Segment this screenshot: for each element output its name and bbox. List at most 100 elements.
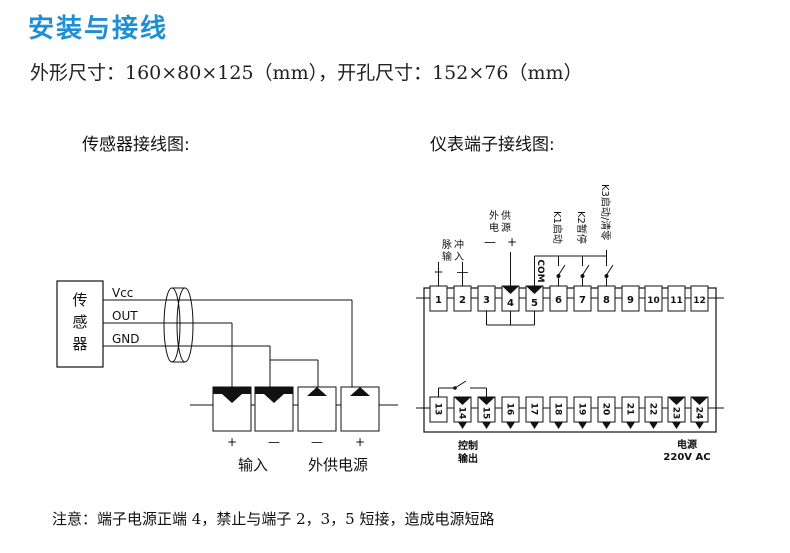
top-terminal-row: 1 2 3 4 5 6 7 8 9 10 11 12 <box>429 285 709 312</box>
supply-sign-minus: — <box>484 235 496 249</box>
terminal-2: 2 <box>453 285 472 312</box>
pulse-sign-plus: + <box>433 265 443 279</box>
meter-diagram-heading: 仪表端子接线图: <box>430 135 555 155</box>
svg-text:5: 5 <box>531 298 538 309</box>
supply-label-1: 外 <box>489 210 499 222</box>
power-label-2: 220V AC <box>663 452 710 463</box>
svg-text:10: 10 <box>647 296 660 306</box>
svg-text:1: 1 <box>435 295 442 306</box>
terminal-3: 3 <box>477 285 496 312</box>
svg-text:6: 6 <box>555 295 562 306</box>
svg-text:13: 13 <box>433 403 443 416</box>
svg-text:19: 19 <box>577 403 587 416</box>
power-label-1: 电源 <box>677 438 697 451</box>
terminal-20: 20 <box>597 396 616 423</box>
terminal-9: 9 <box>621 285 640 312</box>
supply-label-2: 供 <box>501 209 511 222</box>
wire-label-vcc: Vcc <box>112 286 133 300</box>
terminal-sign-2: — <box>268 435 280 449</box>
terminal-19: 19 <box>573 396 592 423</box>
control-output-label-1: 控制 <box>458 439 478 452</box>
sensor-diagram-heading: 传感器接线图: <box>82 135 190 155</box>
svg-text:18: 18 <box>553 403 563 416</box>
svg-text:15: 15 <box>481 407 491 420</box>
terminal-sign-4: + <box>355 435 365 449</box>
terminal-11: 11 <box>667 285 686 312</box>
relay-contact <box>438 380 487 397</box>
wire-label-out: OUT <box>112 309 138 323</box>
sensor-box <box>56 280 104 368</box>
k2-label: K2暂停 <box>575 211 588 244</box>
group-label-input: 输入 <box>238 456 268 474</box>
sensor-label-1: 传 <box>72 291 87 309</box>
svg-text:20: 20 <box>601 403 611 416</box>
svg-text:11: 11 <box>670 296 683 306</box>
pulse-label-1: 脉 <box>442 238 452 251</box>
supply-label-3: 电 <box>489 221 499 234</box>
svg-text:4: 4 <box>507 298 514 309</box>
svg-text:3: 3 <box>483 295 490 306</box>
svg-text:14: 14 <box>457 407 467 420</box>
svg-text:21: 21 <box>625 403 635 416</box>
k3-label: K3启动/清零 <box>599 184 612 240</box>
svg-text:8: 8 <box>603 295 610 306</box>
sensor-label-3: 器 <box>72 335 87 353</box>
svg-text:12: 12 <box>693 296 706 306</box>
sensor-diagram: 传 感 器 Vcc OUT GND <box>56 280 398 474</box>
svg-text:9: 9 <box>627 295 634 306</box>
terminal-22: 22 <box>644 396 663 423</box>
switch-k1 <box>556 256 566 286</box>
terminal-sign-1: + <box>227 435 237 449</box>
dimensions-text: 外形尺寸：160×80×125（mm），开孔尺寸：152×76（mm） <box>30 62 583 84</box>
svg-text:23: 23 <box>671 407 681 420</box>
supply-label-4: 源 <box>501 221 511 234</box>
terminal-5: 5 <box>525 285 544 312</box>
meter-outline <box>423 287 717 433</box>
terminal-13: 13 <box>429 396 448 423</box>
terminal-17: 17 <box>525 396 544 423</box>
sensor-terminal-4 <box>340 386 380 432</box>
meter-diagram: 1 2 3 4 5 6 7 8 9 10 11 12 <box>416 184 724 465</box>
terminal-21: 21 <box>621 396 640 423</box>
sensor-terminal-1 <box>212 386 252 432</box>
terminal-16: 16 <box>501 396 520 423</box>
com-label: COM <box>535 259 545 282</box>
terminal-6: 6 <box>549 285 568 312</box>
terminal-18: 18 <box>549 396 568 423</box>
terminal-8: 8 <box>597 285 616 312</box>
k1-label: K1启动 <box>551 211 564 244</box>
svg-text:22: 22 <box>648 403 658 416</box>
terminal-sign-3: — <box>311 435 323 449</box>
switch-k2 <box>580 256 590 286</box>
svg-text:16: 16 <box>505 403 515 416</box>
switch-k3 <box>604 250 614 286</box>
sensor-terminal-3 <box>297 386 337 432</box>
terminal-1: 1 <box>429 285 448 312</box>
supply-sign-plus: + <box>507 235 517 249</box>
terminal-12: 12 <box>690 285 709 312</box>
bottom-pointers <box>458 422 704 429</box>
group-label-supply: 外供电源 <box>308 456 368 474</box>
terminal-14: 14 <box>453 396 472 423</box>
footer-note: 注意：端子电源正端 4，禁止与端子 2，3，5 短接，造成电源短路 <box>52 510 495 528</box>
svg-text:2: 2 <box>459 295 466 306</box>
wire-label-gnd: GND <box>112 332 140 346</box>
svg-text:24: 24 <box>694 407 704 420</box>
terminal-7: 7 <box>573 285 592 312</box>
pulse-label-2: 冲 <box>454 238 464 251</box>
cable-shield <box>163 287 194 363</box>
terminal-10: 10 <box>644 285 663 312</box>
terminal-4: 4 <box>501 285 520 312</box>
svg-text:17: 17 <box>529 403 539 416</box>
pulse-label-3: 输 <box>442 250 452 263</box>
terminal-24: 24 <box>690 396 709 423</box>
control-output-label-2: 输出 <box>458 452 478 465</box>
sensor-label-2: 感 <box>72 313 87 331</box>
terminal-23: 23 <box>667 396 686 423</box>
terminal-15: 15 <box>477 396 496 423</box>
pulse-sign-minus: — <box>457 265 469 279</box>
sensor-terminal-2 <box>254 386 294 432</box>
bottom-terminal-row: 13 14 15 16 17 18 19 20 21 22 23 24 <box>429 396 709 423</box>
svg-text:7: 7 <box>579 295 586 306</box>
